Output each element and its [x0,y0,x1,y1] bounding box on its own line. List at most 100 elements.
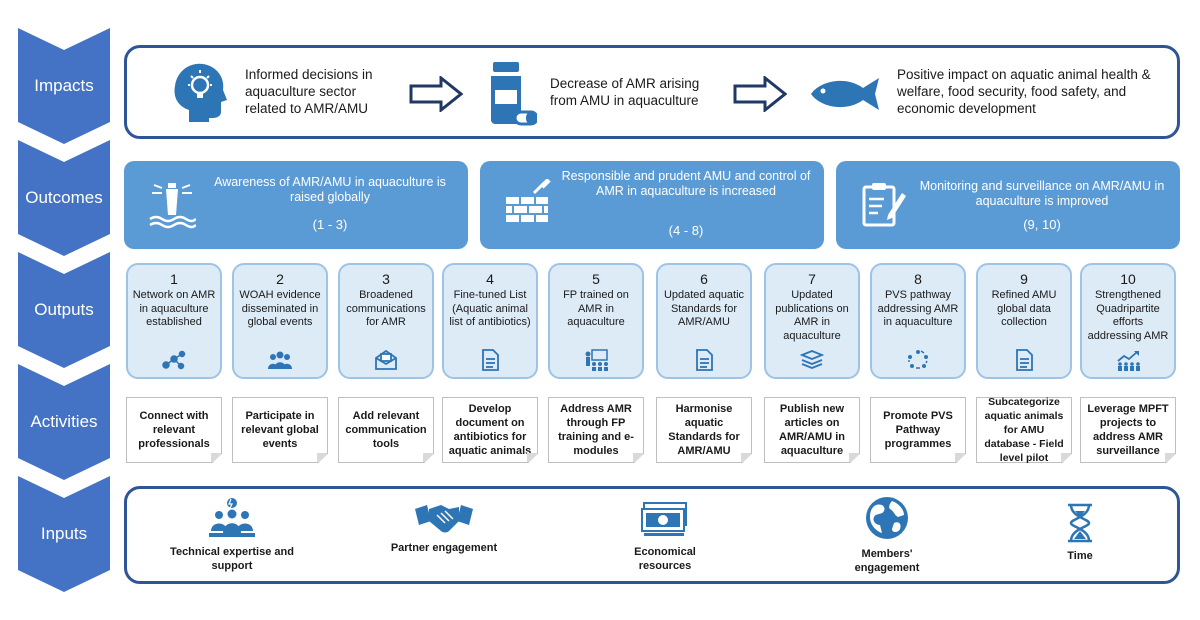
output-number: 8 [914,271,922,287]
output-text: Strengthened Quadripartite efforts addre… [1087,289,1169,342]
cycle-icon [908,350,928,369]
outcome-3-range: (9, 10) [1023,217,1061,232]
input-text: Members' engagement [854,548,920,574]
output-text: Updated aquatic Standards for AMR/AMU [663,289,745,328]
activity-text: Connect with relevant professionals [138,410,210,450]
inputs-panel: Technical expertise and support Partner … [124,486,1180,584]
people-icon [268,351,292,369]
outcome-3-text: Monitoring and surveillance on AMR/AMU i… [919,179,1165,208]
outputs-label: Outputs [34,300,94,319]
input-partner-engagement: Partner engagement [389,501,499,555]
output-number: 9 [1020,271,1028,287]
activity-9: Subcategorize aquatic animals for AMU da… [976,397,1072,463]
activity-text: Participate in relevant global events [241,410,319,450]
output-text: WOAH evidence disseminated in global eve… [239,289,321,328]
right-arrow-icon [409,76,463,112]
activity-text: Subcategorize aquatic animals for AMU da… [984,396,1064,464]
growth-people-icon [1117,351,1140,371]
outcome-2-text: Responsible and prudent AMU and control … [561,169,811,198]
activity-4: Develop document on antibiotics for aqua… [442,397,538,463]
activity-6: Harmonise aquatic Standards for AMR/AMU [656,397,752,463]
row-label-inputs: Inputs [18,476,110,592]
output-box-6: 6 Updated aquatic Standards for AMR/AMU [656,263,752,379]
outcome-1-range: (1 - 3) [312,217,348,232]
output-number: 3 [382,271,390,287]
output-text: FP trained on AMR in aquaculture [563,289,629,328]
input-text: Technical expertise and support [170,546,294,572]
outcome-1-text: Awareness of AMR/AMU in aquaculture is r… [214,175,446,204]
activity-1: Connect with relevant professionals [126,397,222,463]
activity-7: Publish new articles on AMR/AMU in aquac… [764,397,860,463]
row-label-impacts: Impacts [18,28,110,144]
output-box-8: 8 PVS pathway addressing AMR in aquacult… [870,263,966,379]
outcomes-label: Outcomes [25,188,103,207]
output-box-7: 7 Updated publications on AMR in aquacul… [764,263,860,379]
output-box-4: 4 Fine-tuned List (Aquatic animal list o… [442,263,538,379]
activity-text: Develop document on antibiotics for aqua… [448,403,532,457]
input-text: Economical resources [634,546,696,572]
activity-text: Publish new articles on AMR/AMU in aquac… [779,403,845,457]
training-icon [585,349,608,371]
money-icon [641,502,687,536]
document-icon [696,349,713,371]
output-text: Fine-tuned List (Aquatic animal list of … [449,289,531,328]
impact-2-text: Decrease of AMR arising from AMU in aqua… [550,76,700,108]
inputs-label: Inputs [40,524,88,543]
output-box-5: 5 FP trained on AMR in aquaculture [548,263,644,379]
activity-text: Address AMR through FP training and e-mo… [558,403,634,457]
input-text: Time [1067,550,1093,562]
handshake-icon [415,505,473,533]
row-label-activities: Activities [18,364,110,480]
clipboard-icon [862,183,906,227]
output-text: Updated publications on AMR in aquacultu… [775,289,849,342]
impacts-panel: Informed decisions in aquaculture sector… [124,45,1180,139]
output-number: 2 [276,271,284,287]
impact-1-text: Informed decisions in aquaculture sector… [245,67,373,116]
output-text: Network on AMR in aquaculture establishe… [132,289,216,328]
activities-label: Activities [30,412,98,431]
right-arrow-icon [733,76,787,112]
output-number: 4 [486,271,494,287]
output-box-3: 3 Broadened communications for AMR [338,263,434,379]
document-icon [482,349,499,371]
mail-icon [375,349,397,370]
output-number: 1 [170,271,178,287]
output-text: Refined AMU global data collection [991,289,1057,328]
brick-wall-icon [506,179,551,222]
impacts-label: Impacts [34,76,94,95]
input-economical-resources: Economical resources [615,499,715,573]
globe-icon [866,497,908,539]
input-text: Partner engagement [390,542,498,554]
input-members-engagement: Members' engagement [837,495,937,575]
hourglass-icon [1068,503,1092,543]
activity-5: Address AMR through FP training and e-mo… [548,397,644,463]
output-text: PVS pathway addressing AMR in aquacultur… [877,289,959,328]
activity-text: Harmonise aquatic Standards for AMR/AMU [668,403,740,457]
output-number: 7 [808,271,816,287]
output-number: 10 [1120,271,1136,287]
activity-2: Participate in relevant global events [232,397,328,463]
activity-text: Add relevant communication tools [345,410,427,450]
row-label-outputs: Outputs [18,252,110,368]
output-number: 5 [592,271,600,287]
outcome-box-1: Awareness of AMR/AMU in aquaculture is r… [124,161,468,249]
output-box-10: 10 Strengthened Quadripartite efforts ad… [1080,263,1176,379]
output-text: Broadened communications for AMR [346,289,426,328]
input-time: Time [1045,503,1115,563]
activity-text: Leverage MPFT projects to address AMR su… [1087,403,1169,457]
impact-3-text: Positive impact on aquatic animal health… [897,67,1151,116]
document-icon [1016,349,1033,371]
fish-icon [811,78,879,110]
network-icon [162,350,186,370]
books-icon [799,350,825,369]
output-number: 6 [700,271,708,287]
output-box-9: 9 Refined AMU global data collection [976,263,1072,379]
activity-text: Promote PVS Pathway programmes [883,410,953,450]
input-technical-expertise: Technical expertise and support [167,497,297,573]
outcome-box-3: Monitoring and surveillance on AMR/AMU i… [836,161,1180,249]
outcome-2-range: (4 - 8) [668,223,704,238]
medicine-bottle-icon [491,62,537,126]
lighthouse-icon [149,183,196,229]
output-box-2: 2 WOAH evidence disseminated in global e… [232,263,328,379]
activity-10: Leverage MPFT projects to address AMR su… [1080,397,1176,463]
